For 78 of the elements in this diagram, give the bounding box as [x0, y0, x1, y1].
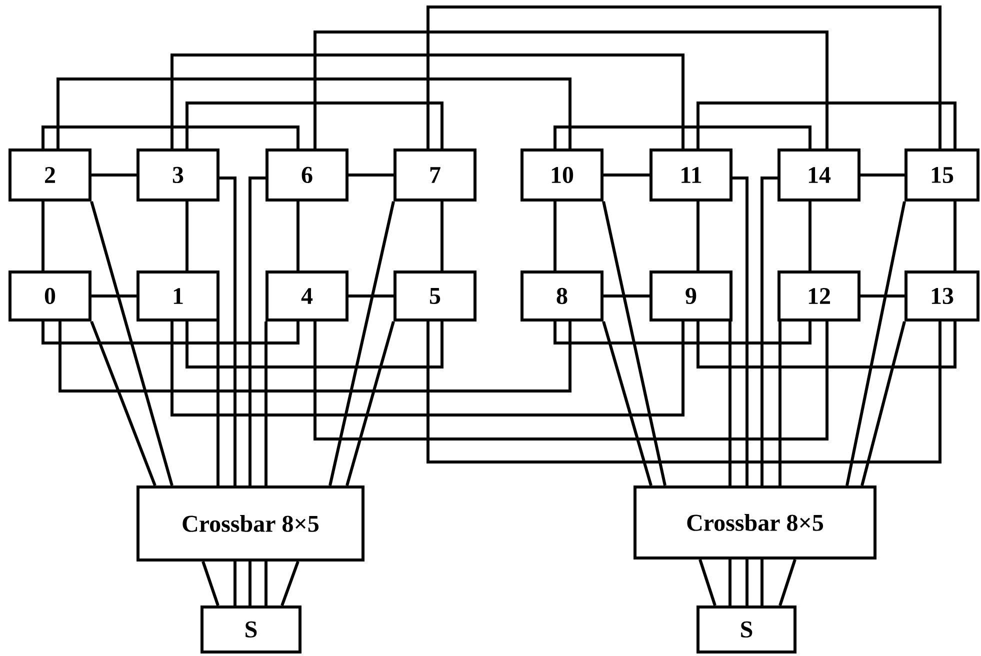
connector-line: [860, 294, 904, 298]
connector-line: [216, 322, 220, 486]
connector-line: [264, 562, 268, 606]
connector-line: [698, 559, 716, 606]
connector-line: [696, 102, 956, 148]
connector-line: [296, 202, 300, 270]
connector-line: [314, 322, 828, 440]
router-box: 15: [904, 148, 980, 202]
connector-line: [234, 562, 236, 606]
router-box: 1: [136, 270, 220, 322]
router-box: 3: [136, 148, 220, 202]
connector-line: [728, 560, 732, 606]
router-box: 8: [520, 270, 604, 322]
router-box: 9: [650, 270, 732, 322]
connector-line: [220, 176, 236, 486]
connector-line: [746, 560, 748, 606]
switch-box: S: [696, 606, 796, 654]
router-box: 6: [266, 148, 348, 202]
connector-line: [954, 202, 956, 270]
crossbar-box: Crossbar 8×5: [136, 486, 364, 562]
connector-line: [604, 174, 650, 176]
connector-line: [732, 176, 748, 486]
connector-line: [602, 201, 666, 486]
connector-line: [348, 294, 394, 298]
connector-line: [56, 78, 572, 148]
connector-line: [554, 202, 556, 270]
connector-line: [42, 126, 300, 148]
router-box: 14: [778, 148, 860, 202]
connector-line: [602, 321, 652, 486]
connector-line: [346, 321, 395, 486]
crossbar-box: Crossbar 8×5: [634, 486, 876, 560]
connector-line: [328, 201, 395, 486]
connector-line: [170, 54, 684, 148]
router-box: 5: [394, 270, 476, 322]
connector-line: [760, 176, 778, 486]
connector-line: [202, 561, 220, 606]
connector-line: [696, 322, 956, 368]
connector-line: [778, 559, 796, 606]
router-box: 4: [266, 270, 348, 322]
connector-line: [186, 102, 444, 148]
connector-line: [42, 322, 300, 344]
router-box: 2: [8, 148, 92, 202]
connector-line: [728, 322, 732, 486]
connector-line: [554, 126, 812, 148]
connector-line: [42, 202, 44, 270]
switch-box: S: [200, 606, 302, 654]
router-box: 10: [520, 148, 604, 202]
connector-line: [90, 320, 156, 486]
connector-line: [860, 321, 906, 486]
connector-line: [860, 174, 904, 176]
connector-line: [554, 322, 812, 344]
connector-line: [186, 322, 444, 368]
connector-line: [426, 322, 942, 464]
router-box: 0: [8, 270, 92, 322]
connector-line: [90, 201, 174, 486]
connector-line: [248, 176, 266, 486]
connector-line: [280, 560, 300, 606]
connector-line: [604, 294, 650, 298]
router-box: 13: [904, 270, 980, 322]
connector-line: [696, 202, 700, 270]
router-box: 11: [650, 148, 732, 202]
router-box: 12: [778, 270, 860, 322]
connector-line: [58, 322, 572, 392]
connector-line: [778, 322, 782, 486]
connector-line: [170, 322, 684, 416]
connector-line: [248, 562, 252, 606]
connector-line: [264, 322, 268, 486]
connector-line: [808, 202, 812, 270]
connector-line: [186, 202, 188, 270]
connector-line: [760, 560, 764, 606]
connector-line: [348, 174, 394, 176]
connector-line: [314, 30, 828, 148]
connector-line: [92, 294, 136, 298]
router-box: 7: [394, 148, 476, 202]
connector-line: [92, 174, 136, 176]
connector-line: [846, 201, 906, 486]
connector-line: [440, 202, 444, 270]
connector-line: [426, 5, 942, 148]
